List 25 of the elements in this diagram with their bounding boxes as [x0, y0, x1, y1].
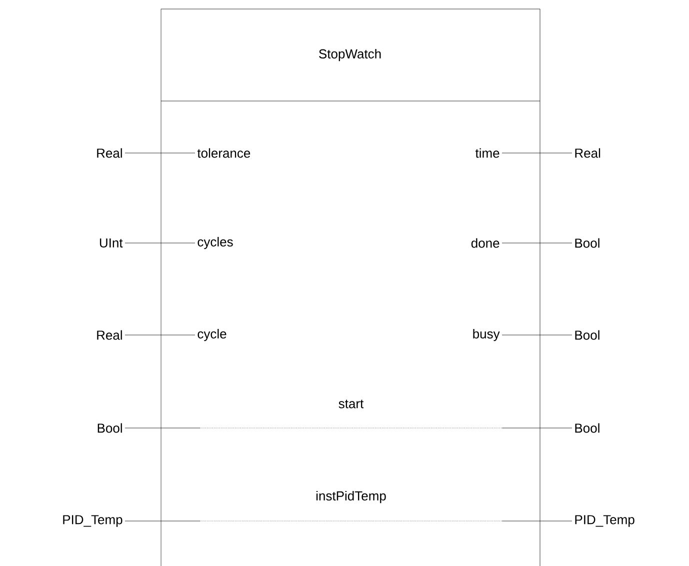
- connector: [502, 334, 572, 336]
- connector: [124, 520, 572, 522]
- data-type-label: PID_Temp: [63, 515, 122, 527]
- data-type-label: Bool: [575, 238, 600, 248]
- data-type-label: Bool: [98, 423, 122, 433]
- pin-name: cycles: [198, 236, 233, 250]
- pin-name: busy: [473, 328, 500, 342]
- connector: [502, 152, 572, 154]
- connector: [502, 242, 572, 244]
- pin-name: tolerance: [197, 148, 250, 158]
- data-type-label: Real: [97, 148, 122, 158]
- data-type-label: PID_Temp: [575, 515, 634, 527]
- data-type-label: Bool: [575, 423, 600, 433]
- data-type-label: Real: [575, 148, 600, 158]
- pin-name: done: [471, 238, 500, 248]
- data-type-label: UInt: [100, 238, 123, 248]
- pin-name: time: [475, 148, 500, 158]
- data-type-label: Bool: [575, 330, 600, 340]
- connector: [124, 334, 196, 336]
- edge-label: start: [337, 398, 365, 410]
- edge-label: instPidTemp: [314, 490, 388, 504]
- connector: [124, 242, 196, 244]
- connector: [124, 152, 196, 154]
- pin-name: cycle: [198, 328, 226, 342]
- data-type-label: Real: [97, 330, 122, 340]
